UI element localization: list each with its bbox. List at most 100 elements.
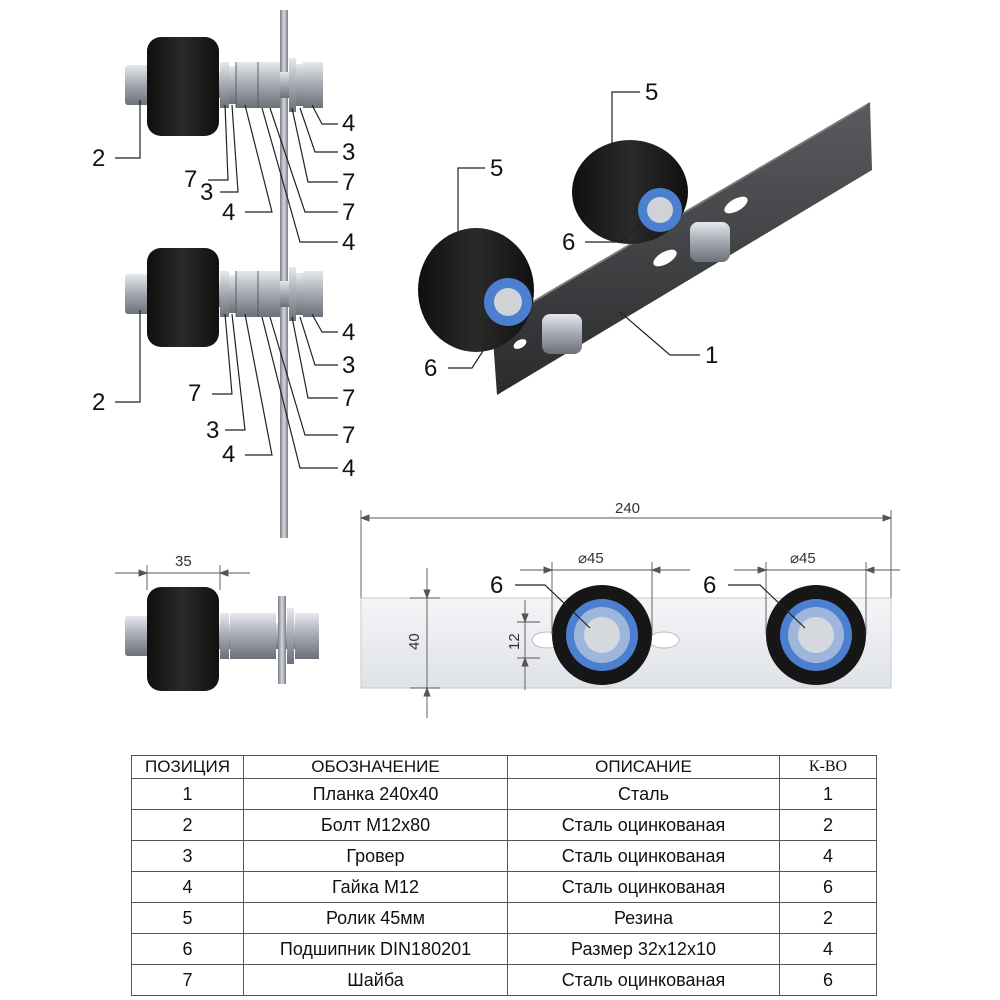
table-row: 3 Гровер Сталь оцинкованая 4 xyxy=(131,840,877,872)
nut xyxy=(690,222,730,262)
side-view-dimensioned xyxy=(125,587,319,691)
slot xyxy=(653,249,677,267)
cell-description: Резина xyxy=(507,902,780,934)
slot xyxy=(648,631,680,649)
callout-washer: 7 xyxy=(184,166,197,193)
parts-table: ПОЗИЦИЯ ОБОЗНАЧЕНИЕ ОПИСАНИЕ К-ВО 1 План… xyxy=(131,755,877,996)
cell-description: Сталь оцинкованая xyxy=(507,871,780,903)
callout-nut: 4 xyxy=(342,455,355,482)
cell-description: Сталь оцинкованая xyxy=(507,964,780,996)
callout-plate: 1 xyxy=(705,342,718,369)
dimension-label: ⌀45 xyxy=(790,550,816,567)
plate-edge-view xyxy=(280,10,288,538)
plan-view xyxy=(360,585,892,689)
lock-washer xyxy=(296,64,303,106)
side-view-middle xyxy=(125,248,323,347)
nut xyxy=(295,613,319,659)
leaders-plan xyxy=(515,584,806,629)
roller xyxy=(147,248,219,347)
washer xyxy=(289,58,296,112)
cell-designation: Болт М12х80 xyxy=(243,809,508,841)
slot xyxy=(724,196,748,214)
column-header-description: ОПИСАНИЕ xyxy=(507,755,780,779)
plate xyxy=(492,102,872,395)
callout-bearing: 6 xyxy=(490,572,503,599)
nut xyxy=(542,314,582,354)
cell-description: Сталь оцинкованая xyxy=(507,809,780,841)
side-view-top xyxy=(125,37,323,136)
callout-nut: 4 xyxy=(342,110,355,137)
bolt-head xyxy=(125,274,150,314)
cell-position: 7 xyxy=(131,964,244,996)
table-row: 4 Гайка М12 Сталь оцинкованая 6 xyxy=(131,871,877,903)
bearing-inner xyxy=(798,617,834,653)
table-header-row: ПОЗИЦИЯ ОБОЗНАЧЕНИЕ ОПИСАНИЕ К-ВО xyxy=(131,755,877,779)
dimension-label: 240 xyxy=(615,500,640,517)
callout-bearing: 6 xyxy=(424,355,437,382)
callout-lock-washer: 3 xyxy=(206,417,219,444)
washer xyxy=(220,613,229,659)
nut xyxy=(236,62,258,108)
nut xyxy=(236,271,258,317)
washer xyxy=(287,608,294,664)
callout-nut: 4 xyxy=(222,441,235,468)
callout-nut: 4 xyxy=(342,229,355,256)
callout-roller: 5 xyxy=(490,155,503,182)
nut xyxy=(254,613,276,659)
bolt-head xyxy=(125,65,150,105)
callout-bolt: 2 xyxy=(92,145,105,172)
washer xyxy=(220,271,229,317)
cell-description: Размер 32х12х10 xyxy=(507,933,780,965)
callout-washer: 7 xyxy=(342,199,355,226)
callout-lock-washer: 3 xyxy=(342,139,355,166)
cell-designation: Планка 240х40 xyxy=(243,778,508,810)
callout-bearing: 6 xyxy=(562,229,575,256)
cell-quantity: 1 xyxy=(779,778,877,810)
lock-washer xyxy=(229,66,236,104)
column-header-designation: ОБОЗНАЧЕНИЕ xyxy=(243,755,508,779)
leaders-middle xyxy=(115,310,338,469)
plan-dimensions xyxy=(359,510,900,718)
callout-washer: 7 xyxy=(342,169,355,196)
table-row: 7 Шайба Сталь оцинкованая 6 xyxy=(131,964,877,996)
cell-designation: Ролик 45мм xyxy=(243,902,508,934)
nut xyxy=(303,62,323,108)
cell-designation: Гайка М12 xyxy=(243,871,508,903)
nut xyxy=(258,62,280,108)
callout-nut: 4 xyxy=(342,319,355,346)
roller xyxy=(147,37,219,136)
callout-washer: 7 xyxy=(342,422,355,449)
cell-position: 2 xyxy=(131,809,244,841)
lock-washer xyxy=(296,273,303,315)
nut xyxy=(230,613,254,659)
callout-bearing: 6 xyxy=(703,572,716,599)
table-row: 5 Ролик 45мм Резина 2 xyxy=(131,902,877,934)
dimension-35 xyxy=(115,565,250,590)
cell-position: 1 xyxy=(131,778,244,810)
washer xyxy=(220,62,229,108)
plate-edge xyxy=(278,596,286,684)
lock-washer xyxy=(229,275,236,313)
cell-position: 6 xyxy=(131,933,244,965)
bearing-inner xyxy=(494,288,522,316)
leaders-iso xyxy=(448,91,700,369)
cell-position: 4 xyxy=(131,871,244,903)
callout-lock-washer: 3 xyxy=(200,179,213,206)
cell-quantity: 4 xyxy=(779,933,877,965)
cell-quantity: 6 xyxy=(779,964,877,996)
callout-bolt: 2 xyxy=(92,389,105,416)
table-row: 6 Подшипник DIN180201 Размер 32х12х10 4 xyxy=(131,933,877,965)
cell-quantity: 4 xyxy=(779,840,877,872)
cell-designation: Гровер xyxy=(243,840,508,872)
table-row: 2 Болт М12х80 Сталь оцинкованая 2 xyxy=(131,809,877,841)
assembly-drawing: 2 7 3 4 4 3 7 7 4 2 7 3 4 4 3 7 7 4 xyxy=(92,10,900,718)
washer xyxy=(289,267,296,321)
callout-nut: 4 xyxy=(222,199,235,226)
bearing-inner xyxy=(584,617,620,653)
dimension-label: ⌀45 xyxy=(578,550,604,567)
nut xyxy=(258,271,280,317)
column-header-quantity: К-ВО xyxy=(779,755,877,779)
callout-washer: 7 xyxy=(342,385,355,412)
dimension-label: 12 xyxy=(506,633,523,650)
cell-designation: Подшипник DIN180201 xyxy=(243,933,508,965)
